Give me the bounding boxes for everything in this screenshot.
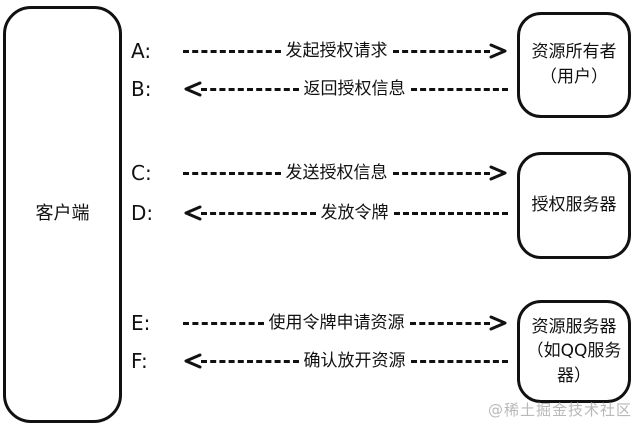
resource-owner-box: 资源所有者（用户） [517,12,631,118]
arrow-right-icon [488,164,508,182]
dashed-line [201,211,316,215]
flow-row-d: D: 发放令牌 [131,198,508,228]
flow-row-e: E: 使用令牌申请资源 [131,308,508,338]
client-box-label: 客户端 [35,203,90,225]
auth-server-label: 授权服务器 [531,195,617,216]
dashed-line [392,171,490,175]
arrow-left-icon [183,80,203,98]
dashed-line [201,359,299,363]
flow-row-b: B: 返回授权信息 [131,74,508,104]
resource-server-box: 资源服务器（如QQ服务器） [517,300,631,403]
flow-row-f: F: 确认放开资源 [131,346,508,376]
arrow-e: 使用令牌申请资源 [183,314,508,332]
arrow-f: 确认放开资源 [183,352,508,370]
resource-server-label: 资源服务器（如QQ服务器） [526,316,622,386]
arrow-right-icon [488,42,508,60]
dashed-line [183,171,281,175]
arrow-b-text: 返回授权信息 [303,78,406,99]
arrow-f-text: 确认放开资源 [303,350,406,371]
dashed-line [410,359,508,363]
dashed-line [201,87,299,91]
flow-row-a: A: 发起授权请求 [131,36,508,66]
arrow-right-icon [488,314,508,332]
arrow-d: 发放令牌 [183,204,508,222]
dashed-line [183,321,264,325]
arrow-b: 返回授权信息 [183,80,508,98]
dashed-line [392,49,490,53]
dashed-line [183,49,281,53]
flow-row-c: C: 发送授权信息 [131,158,508,188]
arrow-a-text: 发起授权请求 [285,40,388,61]
arrow-c: 发送授权信息 [183,164,508,182]
step-label-c: C: [131,161,152,185]
auth-server-box: 授权服务器 [517,152,631,259]
step-label-b: B: [131,77,152,101]
arrow-c-text: 发送授权信息 [285,162,388,183]
step-label-a: A: [131,39,152,63]
resource-owner-label: 资源所有者（用户） [531,42,617,87]
dashed-line [409,321,490,325]
step-label-e: E: [131,311,151,335]
arrow-d-text: 发放令牌 [320,202,389,223]
arrow-left-icon [183,204,203,222]
arrow-e-text: 使用令牌申请资源 [268,312,405,333]
step-label-f: F: [131,349,148,373]
dashed-line [393,211,508,215]
arrow-a: 发起授权请求 [183,42,508,60]
watermark: @稀土掘金技术社区 [487,401,632,419]
step-label-d: D: [131,201,154,225]
client-box: 客户端 [3,6,122,423]
dashed-line [410,87,508,91]
arrow-left-icon [183,352,203,370]
